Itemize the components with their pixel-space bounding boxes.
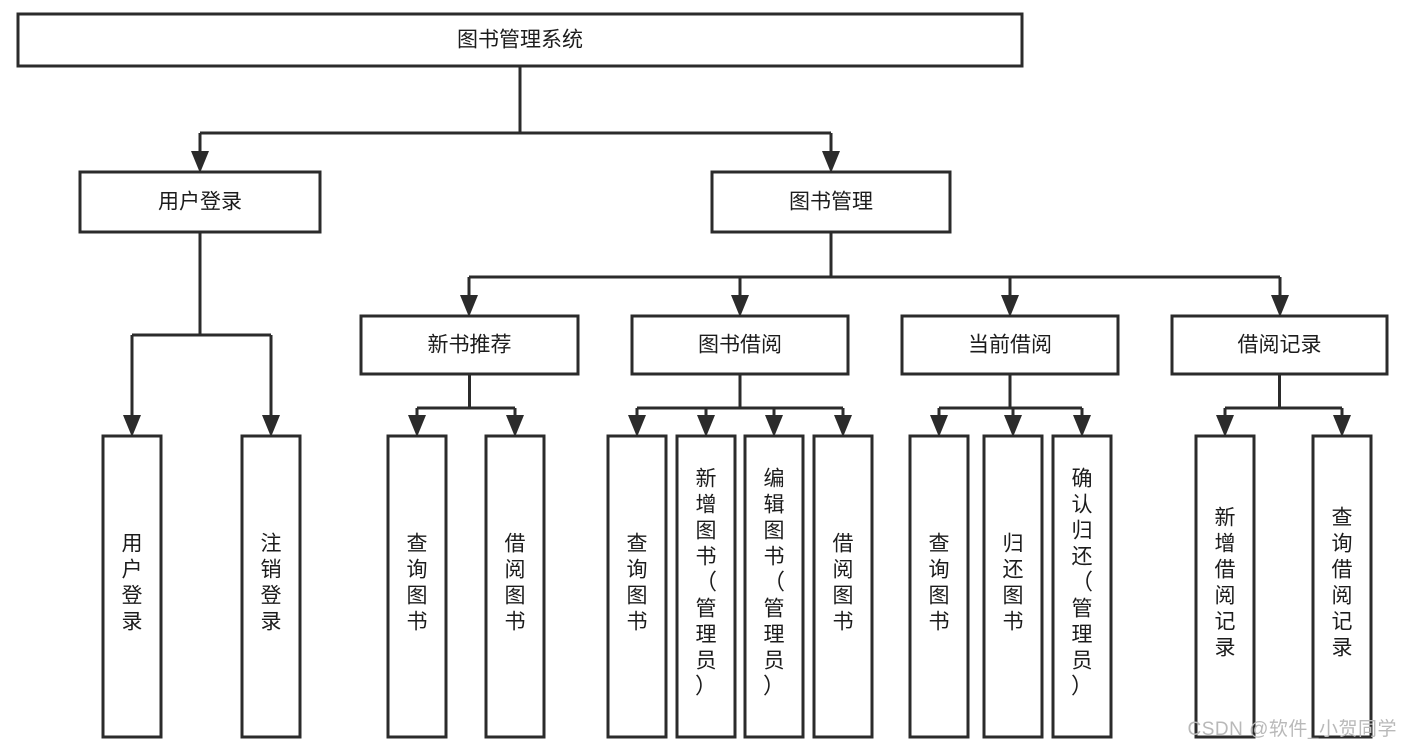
arrow-head-icon — [123, 415, 141, 437]
node-box[interactable] — [710, 170, 952, 234]
node-label: 查询借阅记录 — [1332, 507, 1353, 660]
node-label: 新书推荐 — [428, 334, 512, 357]
node-box[interactable] — [900, 314, 1120, 376]
arrow-head-icon — [628, 415, 646, 437]
node-label: 查询图书 — [407, 533, 428, 634]
node-box[interactable] — [101, 434, 163, 739]
node-label: 图书借阅 — [698, 334, 782, 357]
node-leaf-query-book-3[interactable]: 查询图书 — [908, 434, 970, 739]
node-box[interactable] — [1311, 434, 1373, 739]
arrow-head-icon — [1216, 415, 1234, 437]
node-user-login[interactable]: 用户登录 — [78, 170, 322, 234]
node-label: 用户登录 — [158, 191, 242, 214]
node-label: 新增图书（管理员） — [695, 468, 717, 699]
node-leaf-add-book[interactable]: 新增图书（管理员） — [675, 434, 737, 739]
node-label: 注销登录 — [261, 533, 282, 634]
conn-book-borrow-bus — [628, 374, 852, 437]
node-box[interactable] — [78, 170, 322, 234]
node-box[interactable] — [675, 434, 737, 739]
arrow-head-icon — [506, 415, 524, 437]
node-label: 当前借阅 — [968, 334, 1052, 357]
node-label: 确认归还（管理员） — [1071, 468, 1093, 699]
node-label: 新增借阅记录 — [1215, 507, 1236, 660]
node-leaf-query-book-1[interactable]: 查询图书 — [386, 434, 448, 739]
connectors-layer — [123, 66, 1351, 437]
conn-book-manage-bus — [460, 232, 1289, 317]
arrow-head-icon — [1333, 415, 1351, 437]
node-box[interactable] — [908, 434, 970, 739]
csdn-watermark: CSDN @软件_小贺同学 — [1187, 719, 1397, 740]
node-new-book-recommend[interactable]: 新书推荐 — [359, 314, 580, 376]
node-box[interactable] — [1194, 434, 1256, 739]
arrow-head-icon — [765, 415, 783, 437]
nodes-layer: 图书管理系统用户登录图书管理新书推荐图书借阅当前借阅借阅记录用户登录注销登录查询… — [16, 12, 1389, 739]
node-label: 借阅图书 — [833, 533, 854, 634]
node-leaf-query-book-2[interactable]: 查询图书 — [606, 434, 668, 739]
node-box[interactable] — [982, 434, 1044, 739]
node-box[interactable] — [1170, 314, 1389, 376]
node-label: 查询图书 — [929, 533, 950, 634]
node-label: 用户登录 — [122, 533, 143, 634]
node-label: 查询图书 — [627, 533, 648, 634]
arrow-head-icon — [262, 415, 280, 437]
node-label: 编辑图书（管理员） — [763, 468, 785, 699]
arrow-head-icon — [191, 151, 209, 173]
arrow-head-icon — [834, 415, 852, 437]
conn-current-borrow-bus — [930, 374, 1091, 437]
node-label: 归还图书 — [1003, 533, 1024, 634]
arrow-head-icon — [822, 151, 840, 173]
node-book-manage[interactable]: 图书管理 — [710, 170, 952, 234]
node-leaf-add-record[interactable]: 新增借阅记录 — [1194, 434, 1256, 739]
node-box[interactable] — [386, 434, 448, 739]
arrow-head-icon — [1001, 295, 1019, 317]
arrow-head-icon — [697, 415, 715, 437]
node-leaf-borrow-book-2[interactable]: 借阅图书 — [812, 434, 874, 739]
arrow-head-icon — [930, 415, 948, 437]
node-leaf-edit-book[interactable]: 编辑图书（管理员） — [743, 434, 805, 739]
arrow-head-icon — [1271, 295, 1289, 317]
node-label: 借阅记录 — [1238, 334, 1322, 357]
arrow-head-icon — [1073, 415, 1091, 437]
node-leaf-return-book[interactable]: 归还图书 — [982, 434, 1044, 739]
node-box[interactable] — [812, 434, 874, 739]
node-leaf-user-login[interactable]: 用户登录 — [101, 434, 163, 739]
node-box[interactable] — [16, 12, 1024, 68]
conn-user-login-bus — [123, 232, 280, 437]
node-current-borrow[interactable]: 当前借阅 — [900, 314, 1120, 376]
arrow-head-icon — [1004, 415, 1022, 437]
node-root[interactable]: 图书管理系统 — [16, 12, 1024, 68]
arrow-head-icon — [460, 295, 478, 317]
conn-new-book-bus — [408, 374, 524, 437]
node-box[interactable] — [630, 314, 850, 376]
node-box[interactable] — [359, 314, 580, 376]
conn-borrow-record-bus — [1216, 374, 1351, 437]
node-leaf-query-record[interactable]: 查询借阅记录 — [1311, 434, 1373, 739]
arrow-head-icon — [731, 295, 749, 317]
node-label: 图书管理 — [789, 191, 873, 214]
node-book-borrow[interactable]: 图书借阅 — [630, 314, 850, 376]
node-leaf-user-logout[interactable]: 注销登录 — [240, 434, 302, 739]
node-box[interactable] — [240, 434, 302, 739]
node-label: 图书管理系统 — [457, 29, 583, 52]
node-box[interactable] — [484, 434, 546, 739]
arrow-head-icon — [408, 415, 426, 437]
node-box[interactable] — [1051, 434, 1113, 739]
node-box[interactable] — [606, 434, 668, 739]
node-borrow-record[interactable]: 借阅记录 — [1170, 314, 1389, 376]
node-leaf-borrow-book-1[interactable]: 借阅图书 — [484, 434, 546, 739]
node-box[interactable] — [743, 434, 805, 739]
node-leaf-confirm-return[interactable]: 确认归还（管理员） — [1051, 434, 1113, 739]
conn-root-bus — [191, 66, 840, 173]
node-label: 借阅图书 — [505, 533, 526, 634]
